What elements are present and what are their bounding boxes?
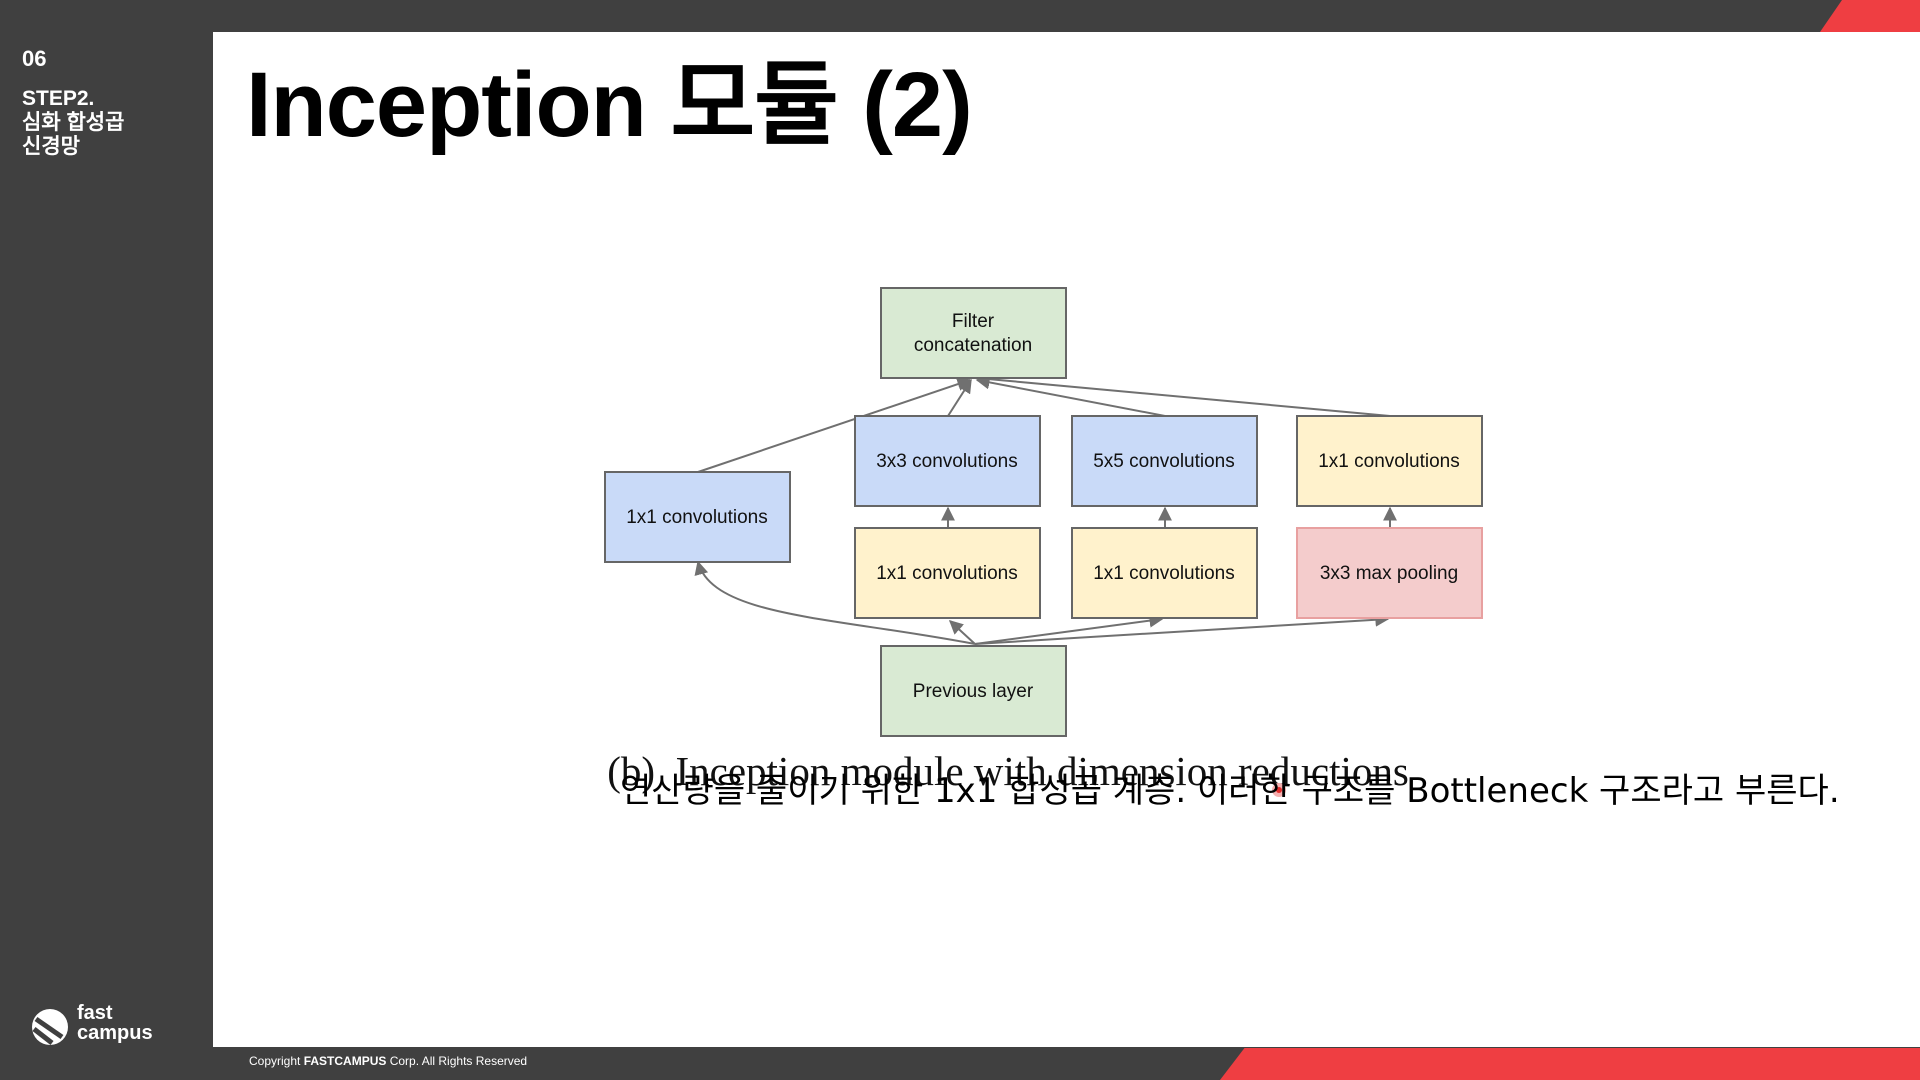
section-title-line: STEP2.: [22, 87, 95, 110]
slide-title: Inception 모듈 (2): [246, 54, 973, 156]
section-title-line: 심화 합성곱: [22, 111, 125, 134]
node-label: 3x3 max pooling: [1320, 563, 1458, 584]
edge: [697, 377, 972, 473]
diagram-labels: Filter concatenation 1x1 convolutions 3x…: [626, 311, 1460, 702]
copyright-notice: Copyright FASTCAMPUS Corp. All Rights Re…: [249, 1054, 527, 1068]
reduce-1x1-5x5-box: [1071, 527, 1258, 619]
edge: [947, 378, 972, 417]
conv-5x5-box: [1071, 415, 1258, 507]
diagram-edges: [694, 372, 1397, 645]
edge: [694, 560, 976, 645]
edge: [975, 375, 1166, 417]
logo-wordmark: fast campus: [77, 1003, 153, 1043]
conv-1x1-pool-proj-box: [1296, 415, 1483, 507]
bottom-accent-stripe: [1220, 1048, 1920, 1080]
copyright-prefix: Copyright: [249, 1054, 304, 1068]
node-label: 1x1 convolutions: [1318, 451, 1460, 472]
edge: [974, 613, 1164, 645]
diagram-nodes: [604, 287, 1483, 737]
node-label: concatenation: [914, 335, 1032, 356]
conv-1x1-box: [604, 471, 791, 563]
body-text: 연산량을 줄이기 위한 1x1 합성곱 계층. 이러한 구조를 Bottlene…: [620, 771, 1840, 811]
node-label: 3x3 convolutions: [876, 451, 1018, 472]
node-label: 1x1 convolutions: [876, 563, 1018, 584]
filter-concatenation-box: [880, 287, 1067, 379]
logo-word: campus: [77, 1022, 153, 1044]
node-label: Previous layer: [913, 681, 1034, 702]
sidebar: 06 STEP2. 심화 합성곱 신경망 fast campus: [0, 0, 213, 1080]
edge: [975, 372, 1391, 417]
reduce-1x1-3x3-box: [854, 527, 1041, 619]
conv-3x3-box: [854, 415, 1041, 507]
top-accent-stripe: [1820, 0, 1920, 32]
fastcampus-logo-icon: [32, 1009, 68, 1045]
cursor-pointer: [1272, 783, 1286, 797]
copyright-brand: FASTCAMPUS: [303, 1054, 387, 1068]
inception-module-diagram: Filter concatenation 1x1 convolutions 3x…: [604, 287, 1483, 797]
node-label: 5x5 convolutions: [1093, 451, 1235, 472]
node-label: 1x1 convolutions: [626, 507, 768, 528]
section-number: 06: [22, 46, 47, 71]
max-pooling-box: [1296, 527, 1483, 619]
copyright-suffix: Corp. All Rights Reserved: [386, 1054, 528, 1068]
edge: [974, 612, 1390, 645]
slide-content: Inception 모듈 (2): [213, 32, 1920, 1047]
node-label: 1x1 convolutions: [1093, 563, 1235, 584]
section-title-line: 신경망: [22, 135, 80, 158]
fastcampus-logo: fast campus: [30, 1003, 170, 1050]
logo-word: fast: [77, 1002, 113, 1024]
section-title: STEP2. 심화 합성곱 신경망: [22, 87, 202, 159]
previous-layer-box: [880, 645, 1067, 737]
edge: [948, 620, 976, 645]
node-label: Filter: [952, 311, 995, 332]
